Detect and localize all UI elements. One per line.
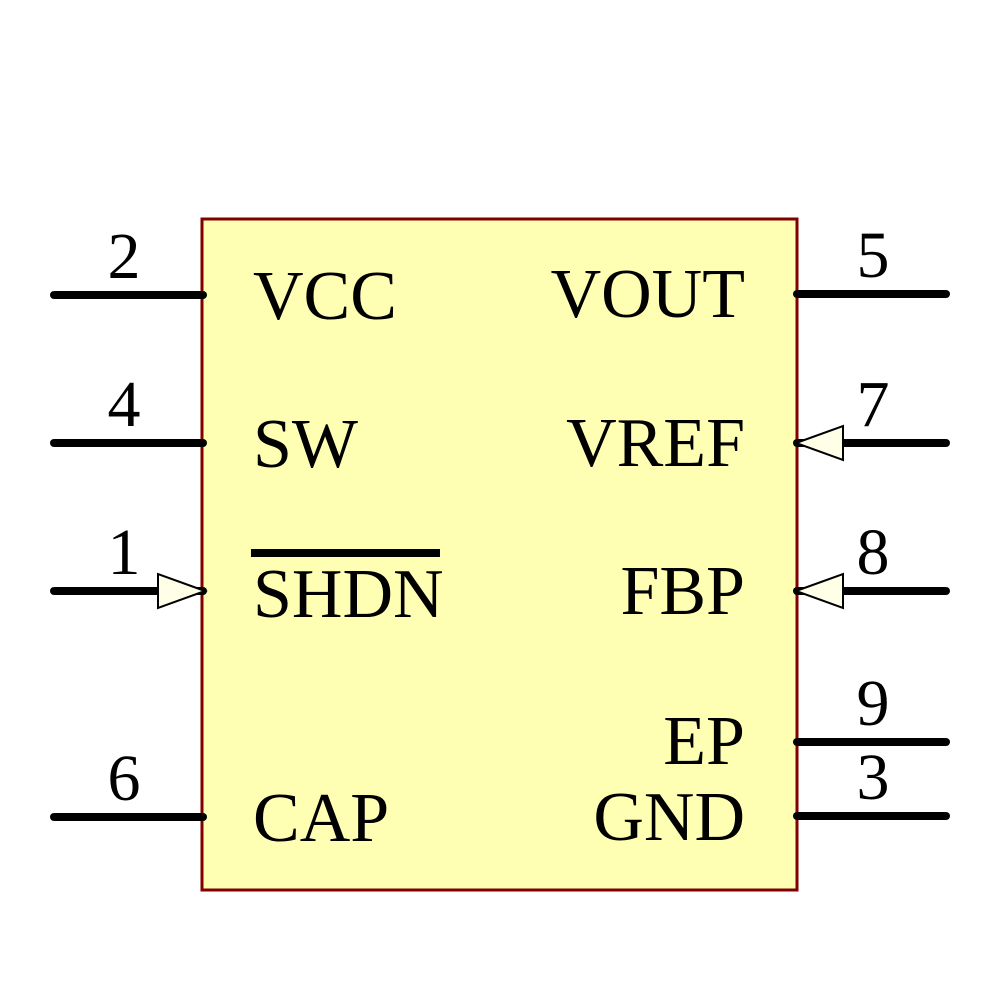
pin-vref[interactable]: 7 VREF bbox=[566, 368, 950, 482]
pin-cap[interactable]: 6 CAP bbox=[50, 742, 389, 857]
shdn-overline-bar bbox=[251, 549, 440, 557]
pin-label-sw: SW bbox=[253, 406, 358, 483]
input-arrow-icon bbox=[793, 572, 844, 610]
pin-label-fbp: FBP bbox=[620, 553, 745, 630]
pin-label-vcc: VCC bbox=[253, 258, 397, 335]
pin-gnd[interactable]: 3 GND bbox=[593, 741, 950, 856]
pin-number: 8 bbox=[857, 516, 890, 589]
pin-number: 9 bbox=[857, 667, 890, 740]
pin-label-cap: CAP bbox=[253, 780, 389, 857]
pin-ep[interactable]: 9 EP bbox=[663, 667, 950, 780]
pin-label-vref: VREF bbox=[566, 405, 745, 482]
pin-number: 7 bbox=[857, 368, 890, 441]
pin-number: 4 bbox=[108, 368, 141, 441]
pin-number: 6 bbox=[108, 742, 141, 815]
input-arrow-icon bbox=[793, 424, 844, 462]
pin-vout[interactable]: 5 VOUT bbox=[551, 219, 950, 333]
pin-label-shdn: SHDN bbox=[253, 556, 444, 633]
pin-number: 5 bbox=[857, 219, 890, 292]
pin-number: 2 bbox=[108, 220, 141, 293]
pin-vcc[interactable]: 2 VCC bbox=[50, 220, 397, 335]
pin-number: 3 bbox=[857, 741, 890, 814]
pin-number: 1 bbox=[108, 516, 141, 589]
pin-label-ep: EP bbox=[663, 703, 745, 780]
pin-label-vout: VOUT bbox=[551, 256, 745, 333]
pin-fbp[interactable]: 8 FBP bbox=[620, 516, 950, 630]
pin-shdn[interactable]: 1 SHDN bbox=[50, 516, 444, 633]
pin-sw[interactable]: 4 SW bbox=[50, 368, 358, 483]
pin-label-gnd: GND bbox=[593, 779, 745, 856]
input-arrow-icon bbox=[157, 572, 208, 610]
